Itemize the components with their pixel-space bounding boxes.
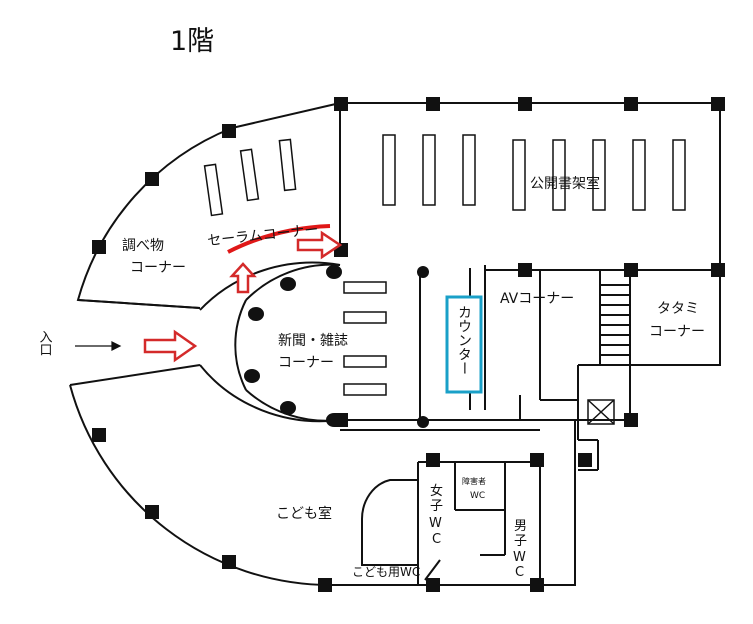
column [145, 505, 159, 519]
route-arrows [143, 230, 343, 363]
kids-wc-label: こども用WC [352, 565, 420, 579]
column [426, 453, 440, 467]
accessible-wc-label: 障害者 [462, 476, 486, 486]
bookshelf [278, 138, 297, 192]
column [145, 172, 159, 186]
bookshelf [203, 163, 224, 217]
womens-wc-label: 子 [430, 499, 443, 514]
column [624, 263, 638, 277]
arrow-up-icon [229, 262, 257, 294]
column [711, 97, 725, 111]
mens-wc-label: 子 [514, 534, 527, 549]
column [426, 97, 440, 111]
magazine-rack [343, 355, 387, 368]
bookshelf [672, 139, 686, 211]
womens-wc-label: W [429, 516, 442, 531]
public-stacks-label: 公開書架室 [530, 175, 600, 192]
column [530, 453, 544, 467]
bookshelf [462, 134, 476, 206]
column [222, 124, 236, 138]
column [518, 263, 532, 277]
elevator-icon [587, 399, 615, 425]
bookshelf [512, 139, 526, 211]
floor-title: 1階 [170, 26, 214, 57]
column [318, 578, 332, 592]
counter-desk [445, 295, 483, 394]
entrance-label: 入口 [37, 330, 53, 356]
bookshelf [422, 134, 436, 206]
selam-corner-highlight [227, 224, 331, 254]
av-corner-label: AVコーナー [500, 291, 574, 307]
column [578, 453, 592, 467]
column [530, 578, 544, 592]
column [334, 97, 348, 111]
womens-wc-label: C [432, 532, 441, 547]
column [426, 578, 440, 592]
mens-wc-label: C [515, 565, 524, 580]
bookshelf [382, 134, 396, 206]
arrow-right-icon [143, 329, 198, 363]
mens-wc-label: 男 [514, 519, 527, 534]
counter-label: カウンター [456, 305, 472, 375]
bookshelf [552, 139, 566, 211]
arrow-right-icon [296, 230, 343, 260]
news-magazine-label: コーナー [278, 355, 334, 371]
column [624, 97, 638, 111]
research-corner-label: 調べ物 [122, 238, 164, 254]
entrance-arrow-icon [75, 341, 122, 351]
kids-room-label: こども室 [276, 505, 332, 522]
womens-wc-label: 女 [430, 483, 443, 499]
inner-arc-walls [199, 261, 575, 431]
magazine-rack [343, 311, 387, 324]
bookshelves [203, 134, 686, 396]
column [92, 240, 106, 254]
outer-walls [69, 102, 721, 586]
structural-columns [92, 97, 725, 592]
news-magazine-label: 新聞・雑誌 [278, 333, 348, 349]
tatami-corner-label: コーナー [649, 324, 705, 340]
tatami-corner-label: タタミ [657, 301, 699, 317]
column [518, 97, 532, 111]
round-pillars [244, 265, 429, 428]
research-corner-label: コーナー [130, 260, 186, 276]
accessible-wc-label: WC [470, 491, 485, 501]
interior-walls [360, 265, 720, 585]
magazine-rack [343, 383, 387, 396]
bookshelf [592, 139, 606, 211]
bookshelf [239, 148, 260, 202]
room-labels: 入口 調べ物 コーナー セーラムコーナー 公開書架室 AVコーナー タタミ コー… [37, 175, 706, 580]
magazine-rack [343, 281, 387, 294]
column [222, 555, 236, 569]
mens-wc-label: W [513, 550, 526, 565]
column [711, 263, 725, 277]
column [624, 413, 638, 427]
column [92, 428, 106, 442]
bookshelf [632, 139, 646, 211]
